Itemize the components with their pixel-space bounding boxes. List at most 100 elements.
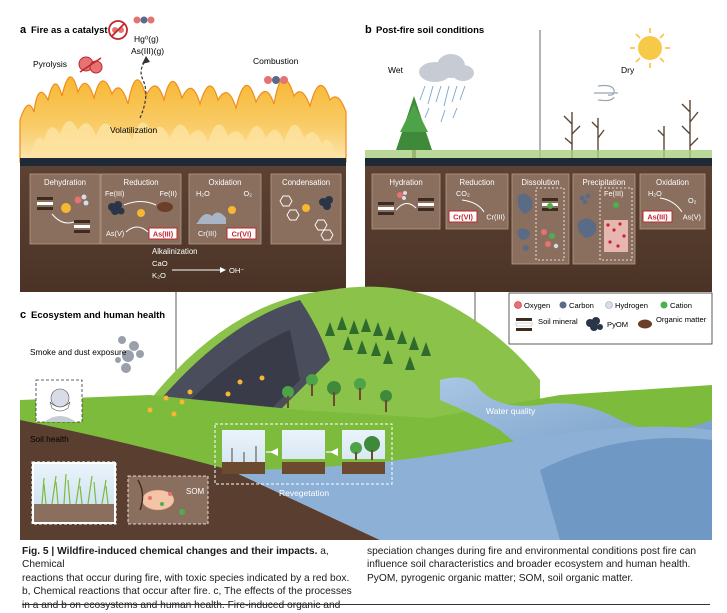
cr-vi-toxic-label: Cr(VI)	[232, 230, 252, 239]
water-quality-label: Water quality	[486, 406, 536, 416]
fe-ii-label: Fe(II)	[160, 189, 177, 198]
precipitation-title: Precipitation	[583, 178, 626, 187]
reaction-precipitation: Precipitation Fe(III)	[572, 173, 636, 265]
figure-5: a Fire as a catalyst Pyrolysis Hg⁰(g) As…	[19, 16, 713, 540]
som-label: SOM	[186, 487, 205, 496]
fe-iii-label: Fe(III)	[105, 189, 124, 198]
stage-2	[282, 430, 325, 474]
oh-label: OH⁻	[229, 266, 244, 275]
as-v-label: As(V)	[106, 229, 124, 238]
caption-right: speciation changes during fire and envir…	[367, 545, 712, 585]
dissolution-title: Dissolution	[521, 178, 559, 187]
burnt-trees-icon	[563, 100, 699, 160]
embers-icon	[147, 375, 265, 417]
caption-line-2: reactions that occur during fire, with t…	[22, 572, 350, 584]
volatile-molecules-icon	[133, 16, 155, 24]
as-species: As(III)(g)	[131, 46, 164, 56]
legend-soil-mineral: Soil mineral	[538, 317, 578, 326]
fe-iii-b-label: Fe(III)	[604, 189, 623, 198]
cr-iii-label: Cr(III)	[198, 229, 217, 238]
soil-health-inset	[31, 461, 117, 525]
legend-organic-matter-icon	[638, 319, 652, 329]
precipitate-grains	[604, 220, 628, 252]
as-iii-toxic-label: As(III)	[153, 230, 174, 239]
reaction-condensation: Condensation	[270, 173, 342, 245]
combustion-molecule-icon	[264, 76, 288, 84]
caption-line-3: b, Chemical reactions that occur after f…	[22, 586, 352, 598]
reaction-oxidation-b: Oxidation H₂O O₂ As(III) As(V)	[639, 173, 706, 230]
grass-strip	[365, 150, 712, 158]
legend-organic-matter: Organic matter	[656, 315, 707, 324]
as-iii-b-toxic-label: As(III)	[647, 213, 668, 222]
soil-health-label: Soil health	[30, 434, 69, 444]
co2-label: CO₂	[456, 189, 470, 198]
smoke-exposure-inset	[35, 379, 83, 423]
sun-icon	[630, 28, 670, 68]
legend: Oxygen Carbon Hydrogen Cation Soil miner…	[508, 292, 713, 345]
legend-pyom-icon	[586, 317, 603, 331]
panel-c-title: Ecosystem and human health	[31, 310, 165, 321]
forest-icon	[325, 316, 431, 370]
cr-vi-b-toxic-label: Cr(VI)	[453, 213, 473, 222]
panel-c-label: c	[20, 309, 26, 321]
pyrolysis-molecule-icon	[78, 56, 103, 74]
smoke-plume	[115, 336, 144, 373]
stage-1	[222, 430, 265, 474]
reaction-hydration: Hydration	[371, 173, 441, 230]
reaction-reduction-b: Reduction CO₂ Cr(VI) Cr(III)	[445, 173, 509, 230]
cr-iii-b-label: Cr(III)	[486, 213, 505, 222]
person-head-icon	[50, 388, 70, 408]
no-oxygen-icon	[108, 20, 128, 40]
dry-label: Dry	[621, 65, 635, 75]
caption-line-4: in a and b on ecosystems and human healt…	[22, 599, 341, 611]
dehydration-title: Dehydration	[44, 178, 86, 187]
wind-icon	[594, 84, 618, 102]
hg-species: Hg⁰(g)	[134, 34, 159, 44]
as-v-b-label: As(V)	[683, 213, 701, 222]
legend-oxygen: Oxygen	[524, 301, 550, 310]
reduction-a-title: Reduction	[123, 178, 158, 187]
pyrolysis-label: Pyrolysis	[33, 59, 67, 69]
o2-b-label: O₂	[688, 196, 697, 205]
k2o-label: K₂O	[152, 271, 166, 280]
reaction-oxidation-a: Oxidation H₂O O₂ Cr(III) Cr(VI)	[188, 173, 262, 245]
legend-pyom: PyOM	[607, 320, 628, 329]
reaction-dissolution: Dissolution	[511, 173, 570, 265]
cao-label: CaO	[152, 259, 168, 268]
legend-carbon: Carbon	[569, 301, 594, 310]
caption-line-6: influence soil characteristics and broad…	[367, 559, 691, 571]
oxidation-a-title: Oxidation	[209, 178, 242, 187]
som-inset: SOM	[127, 475, 209, 525]
hydration-title: Hydration	[389, 178, 422, 187]
panel-c: c Ecosystem and human health	[20, 286, 712, 540]
organic-matter-icon	[157, 202, 173, 212]
slope-trees-icon	[282, 374, 392, 412]
reaction-dehydration: Dehydration	[29, 173, 101, 245]
reaction-reduction-a: Reduction Fe(III) Fe(II) As(V) As(III)	[100, 173, 182, 245]
rain-cloud-icon	[419, 54, 474, 123]
flames	[19, 76, 347, 163]
wet-label: Wet	[388, 65, 404, 75]
ash-icon	[196, 212, 226, 224]
caption-line-7: PyOM, pyrogenic organic matter; SOM, soi…	[367, 572, 634, 584]
o2-label: O₂	[243, 189, 252, 198]
alkalinization-label: Alkalinization	[152, 247, 198, 256]
mask-icon	[49, 401, 71, 412]
condensation-pyom-icon	[319, 196, 333, 210]
legend-cation: Cation	[670, 301, 692, 310]
legend-hydrogen: Hydrogen	[615, 301, 648, 310]
oxidation-b-title: Oxidation	[656, 178, 689, 187]
combustion-label: Combustion	[253, 56, 299, 66]
panel-a-label: a	[20, 24, 27, 36]
panel-b-label: b	[365, 24, 372, 36]
h2o-label: H₂O	[196, 189, 210, 198]
volatilization-label: Volatilization	[110, 125, 158, 135]
soil-mineral-icon	[37, 197, 90, 233]
stage-3	[342, 430, 385, 474]
reduction-b-title: Reduction	[459, 178, 494, 187]
h2o-b-label: H₂O	[648, 189, 662, 198]
revegetation-inset	[214, 423, 393, 485]
condensation-title: Condensation	[282, 178, 330, 187]
panel-a-title: Fire as a catalyst	[31, 25, 108, 36]
panel-b-title: Post-fire soil conditions	[376, 25, 484, 36]
